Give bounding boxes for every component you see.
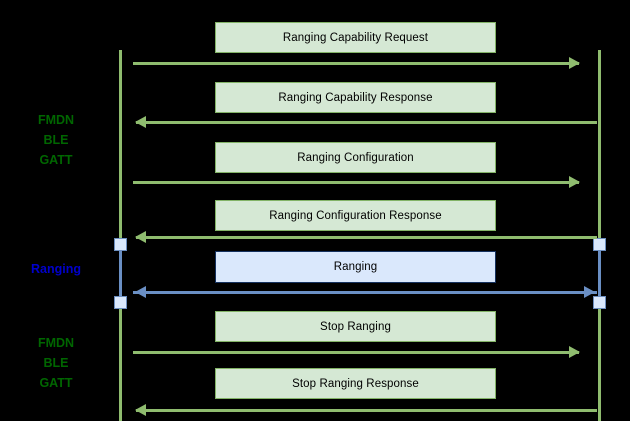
label-line-ble: BLE (43, 356, 69, 370)
message-arrow-stop-ranging[interactable] (133, 346, 580, 359)
activation-box-right-start (593, 238, 606, 251)
message-arrow-stop-ranging-response[interactable] (135, 404, 597, 417)
message-arrow-ranging-capability-response[interactable] (135, 116, 597, 129)
label-line-fmdn: FMDN (37, 113, 75, 127)
left-lifeline-active-segment (119, 242, 122, 304)
label-line-fmdn: FMDN (37, 336, 75, 350)
arrowhead-left-icon (135, 404, 146, 417)
message-box-ranging-capability-response[interactable]: Ranging Capability Response (215, 82, 496, 113)
arrowhead-right-icon (569, 346, 580, 359)
message-arrow-ranging-configuration-response[interactable] (135, 231, 597, 244)
label-line-ranging: Ranging (31, 262, 81, 276)
arrowhead-right-icon (584, 286, 595, 299)
activation-box-right-end (593, 296, 606, 309)
activation-box-left-end (114, 296, 127, 309)
message-box-ranging[interactable]: Ranging (215, 251, 496, 283)
message-box-ranging-configuration[interactable]: Ranging Configuration (215, 142, 496, 173)
message-box-stop-ranging-response[interactable]: Stop Ranging Response (215, 368, 496, 399)
message-box-ranging-configuration-response[interactable]: Ranging Configuration Response (215, 200, 496, 231)
left-lifeline-upper (119, 50, 122, 242)
message-box-stop-ranging[interactable]: Stop Ranging (215, 311, 496, 342)
label-fmdn-ble-gatt-top: FMDN BLE GATT (8, 110, 104, 170)
right-lifeline-active-segment (598, 242, 601, 304)
arrowhead-left-icon (135, 231, 146, 244)
arrowhead-left-icon (135, 116, 146, 129)
right-lifeline-upper (598, 50, 601, 242)
arrowhead-right-icon (569, 176, 580, 189)
label-line-ble: BLE (43, 133, 69, 147)
label-fmdn-ble-gatt-bottom: FMDN BLE GATT (8, 333, 104, 393)
activation-box-left-start (114, 238, 127, 251)
message-box-ranging-capability-request[interactable]: Ranging Capability Request (215, 22, 496, 53)
message-arrow-ranging-right[interactable] (133, 286, 595, 299)
label-line-gatt: GATT (39, 376, 73, 390)
arrowhead-right-icon (569, 57, 580, 70)
right-lifeline-lower (598, 302, 601, 421)
message-arrow-ranging-configuration[interactable] (133, 176, 580, 189)
message-arrow-ranging-capability-request[interactable] (133, 57, 580, 70)
label-ranging: Ranging (8, 259, 104, 279)
label-line-gatt: GATT (39, 153, 73, 167)
left-lifeline-lower (119, 302, 122, 421)
